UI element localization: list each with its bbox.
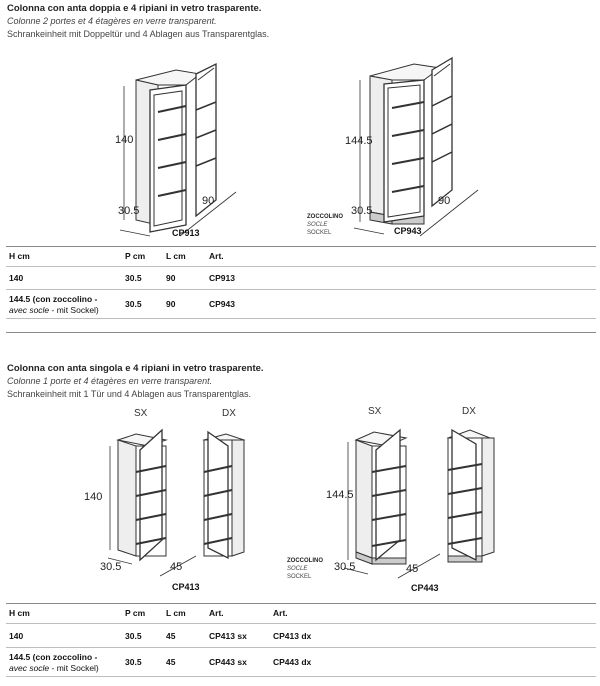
section1-drawings: 140 30.5 90 CP913 144.5 30.5 90 ZOCCOLIN…	[115, 56, 479, 238]
socle-label-fr: SOCLE	[287, 566, 308, 572]
dim-depth-cp913: 30.5	[118, 205, 139, 217]
label-sx-cp443: SX	[368, 406, 382, 417]
table-header-l: L cm	[166, 251, 186, 261]
table-divider	[6, 332, 596, 333]
table-header-p: P cm	[125, 251, 146, 261]
section2-subtitle-fr: Colonne 1 porte et 4 étagères en verre t…	[7, 376, 213, 386]
cabinet-drawing-cp443-sx	[343, 428, 408, 575]
cell-art: CP443 sx	[209, 657, 247, 667]
cell-p: 30.5	[125, 657, 142, 667]
dim-width-cp443: 45	[406, 563, 418, 575]
table-divider	[6, 266, 596, 267]
table-header-p: P cm	[125, 608, 146, 618]
cell-l: 45	[166, 657, 176, 667]
cell-art2: CP443 dx	[273, 657, 312, 667]
dim-width-cp913: 90	[202, 195, 214, 207]
cell-h-line2-rest: - mit Sockel)	[49, 305, 99, 315]
cell-p: 30.5	[125, 273, 142, 283]
dim-depth-cp943: 30.5	[351, 205, 372, 217]
socle-label-fr: SOCLE	[307, 222, 328, 228]
cell-h-line1: 144.5 (con zoccolino -	[9, 652, 98, 662]
section2-subtitle-de: Schrankeinheit mit 1 Tür und 4 Ablagen a…	[7, 389, 251, 399]
cell-art: CP913	[209, 273, 235, 283]
table-divider	[6, 623, 596, 624]
socle-label-de: SOCKEL	[287, 574, 312, 580]
dim-width-cp943: 90	[438, 195, 450, 207]
code-cp943: CP943	[394, 226, 422, 236]
table-header-art: Art.	[209, 608, 224, 618]
cell-h: 140	[9, 273, 24, 283]
cell-p: 30.5	[125, 299, 142, 309]
cabinet-drawing-cp913	[119, 62, 237, 237]
cabinet-drawing-cp443-dx	[397, 428, 495, 579]
dim-height-cp913: 140	[115, 134, 133, 146]
socle-label-it: ZOCCOLINO	[307, 214, 343, 220]
table-header-art2: Art.	[273, 608, 288, 618]
cell-h-line1: 144.5 (con zoccolino -	[9, 294, 98, 304]
cell-art2: CP413 dx	[273, 631, 312, 641]
table-divider	[6, 647, 596, 648]
cell-h-line2-rest: - mit Sockel)	[49, 663, 99, 673]
cell-p: 30.5	[125, 631, 142, 641]
table-divider	[6, 289, 596, 290]
table-header-h: H cm	[9, 608, 30, 618]
table-divider	[6, 318, 596, 319]
cabinet-drawing-cp413-sx	[107, 428, 168, 565]
cell-art: CP413 sx	[209, 631, 247, 641]
cell-h-line2-it: avec socle	[9, 663, 50, 673]
label-dx-cp413: DX	[222, 408, 236, 419]
section2-drawings: SX 140 30.5 DX 45 CP413 SX 144.5 30.5 ZO…	[84, 406, 495, 593]
section1-subtitle-de: Schrankeinheit mit Doppeltür und 4 Ablag…	[7, 29, 270, 39]
code-cp913: CP913	[172, 228, 200, 238]
cell-h: 140	[9, 631, 24, 641]
section1-subtitle-fr: Colonne 2 portes et 4 étagères en verre …	[7, 16, 217, 26]
table-header-h: H cm	[9, 251, 30, 261]
cabinet-drawing-cp413-dx	[159, 430, 246, 577]
dim-height-cp943: 144.5	[345, 135, 373, 147]
section1-title: Colonna con anta doppia e 4 ripiani in v…	[7, 3, 262, 14]
dim-height-cp413: 140	[84, 491, 102, 503]
cell-l: 45	[166, 631, 176, 641]
table-header-art: Art.	[209, 251, 224, 261]
label-dx-cp443: DX	[462, 406, 476, 417]
socle-label-de: SOCKEL	[307, 230, 332, 236]
section2-title: Colonna con anta singola e 4 ripiani in …	[7, 363, 264, 374]
label-sx-cp413: SX	[134, 408, 148, 419]
cell-art: CP943	[209, 299, 235, 309]
socle-label-it: ZOCCOLINO	[287, 558, 323, 564]
cell-l: 90	[166, 273, 176, 283]
code-cp413: CP413	[172, 582, 200, 592]
dim-height-cp443: 144.5	[326, 489, 354, 501]
dim-depth-cp413: 30.5	[100, 561, 121, 573]
table-header-l: L cm	[166, 608, 186, 618]
table-divider	[6, 603, 596, 604]
cell-l: 90	[166, 299, 176, 309]
dim-depth-cp443: 30.5	[334, 561, 355, 573]
table-divider	[6, 246, 596, 247]
code-cp443: CP443	[411, 583, 439, 593]
cell-h-line2-it: avec socle	[9, 305, 50, 315]
table-divider	[6, 676, 596, 677]
dim-width-cp413: 45	[170, 561, 182, 573]
cabinet-drawing-cp943	[353, 56, 479, 237]
